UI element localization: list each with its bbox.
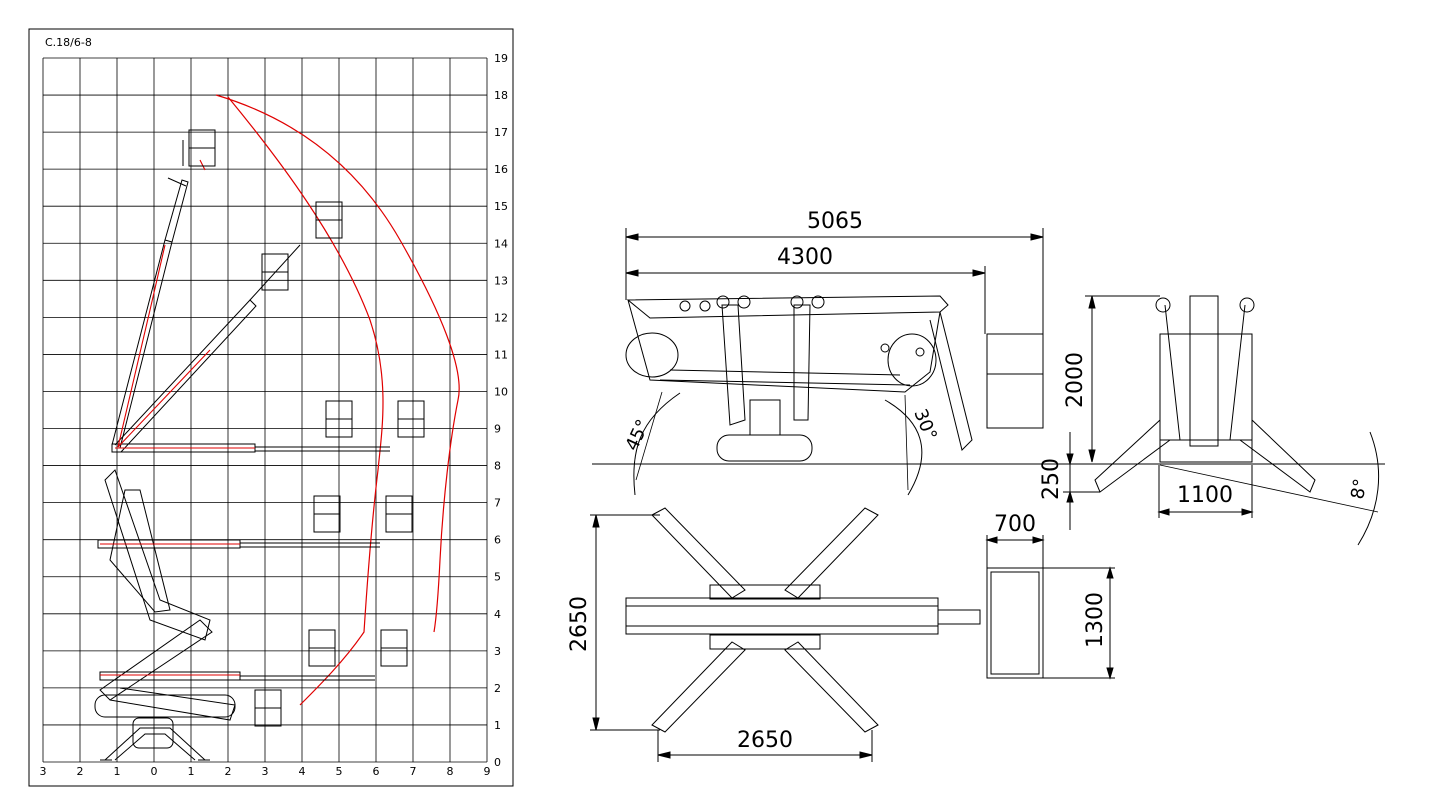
- basket-2m-b: [380, 629, 408, 667]
- x-tick-label: 4: [299, 765, 306, 778]
- top-outrigger-span: 2650: [737, 728, 793, 753]
- y-tick-label: 7: [494, 497, 501, 510]
- y-tick-label: 12: [494, 311, 508, 324]
- x-tick-label: 3: [262, 765, 269, 778]
- y-tick-label: 5: [494, 571, 501, 584]
- y-tick-label: 11: [494, 348, 508, 361]
- front-view: 2000 250 1100 8°: [1039, 295, 1380, 546]
- y-tick-label: 9: [494, 423, 501, 436]
- y-tick-label: 8: [494, 460, 501, 473]
- boom-highlights: [100, 159, 255, 676]
- y-tick-label: 3: [494, 645, 501, 658]
- basket-9m-a: [325, 400, 353, 438]
- x-tick-label: 1: [114, 765, 121, 778]
- basket-2m-a: [308, 629, 336, 667]
- reach-envelope: [215, 94, 460, 706]
- y-tick-label: 18: [494, 89, 508, 102]
- basket-15m: [315, 201, 343, 239]
- y-tick-label: 6: [494, 534, 501, 547]
- x-tick-label: 1: [188, 765, 195, 778]
- y-tick-label: 2: [494, 682, 501, 695]
- work-baskets: [182, 129, 425, 727]
- x-tick-label: 2: [77, 765, 84, 778]
- y-tick-label: 16: [494, 163, 508, 176]
- top-outrigger-length: 2650: [567, 596, 592, 652]
- x-tick-label: 3: [40, 765, 47, 778]
- machine-chassis: [94, 694, 236, 761]
- x-axis-ticks: 3 2 1 0 1 2 3 4 5 6 7 8 9: [40, 765, 491, 778]
- side-view: 5065 4300 45° 30°: [592, 209, 1385, 496]
- envelope-inner-curve: [227, 96, 384, 706]
- chart-code: C.18/6-8: [45, 36, 92, 49]
- basket-low: [254, 689, 282, 727]
- y-tick-label: 0: [494, 756, 501, 769]
- y-tick-label: 19: [494, 52, 508, 65]
- top-view: 2650 2650 700 1300: [567, 507, 1115, 762]
- y-tick-label: 10: [494, 385, 508, 398]
- x-tick-label: 2: [225, 765, 232, 778]
- front-clearance: 250: [1039, 458, 1064, 500]
- top-basket-length: 1300: [1083, 592, 1108, 648]
- basket-13m: [261, 253, 289, 291]
- x-tick-label: 6: [373, 765, 380, 778]
- top-basket-width: 700: [994, 512, 1036, 537]
- basket-6m-b: [385, 495, 413, 533]
- side-angle-rear: 30°: [909, 406, 940, 443]
- y-tick-label: 13: [494, 274, 508, 287]
- y-tick-label: 14: [494, 237, 508, 250]
- x-tick-label: 9: [484, 765, 491, 778]
- y-tick-label: 4: [494, 608, 501, 621]
- chart-grid: [42, 57, 488, 763]
- front-tilt-angle: 8°: [1347, 477, 1371, 501]
- basket-6m-a: [313, 495, 341, 533]
- y-tick-label: 1: [494, 719, 501, 732]
- chart-frame: [28, 28, 514, 787]
- x-tick-label: 8: [447, 765, 454, 778]
- side-length-chassis: 4300: [777, 245, 833, 270]
- basket-9m-b: [397, 400, 425, 438]
- basket-top: [182, 129, 216, 167]
- x-tick-label: 5: [336, 765, 343, 778]
- y-tick-label: 15: [494, 200, 508, 213]
- y-tick-label: 17: [494, 126, 508, 139]
- side-length-overall: 5065: [807, 209, 863, 234]
- boom-positions: [97, 177, 390, 721]
- front-track-width: 1100: [1177, 483, 1233, 508]
- x-tick-label: 0: [151, 765, 158, 778]
- x-tick-label: 7: [410, 765, 417, 778]
- front-height: 2000: [1063, 352, 1088, 408]
- envelope-outer-curve: [215, 94, 460, 633]
